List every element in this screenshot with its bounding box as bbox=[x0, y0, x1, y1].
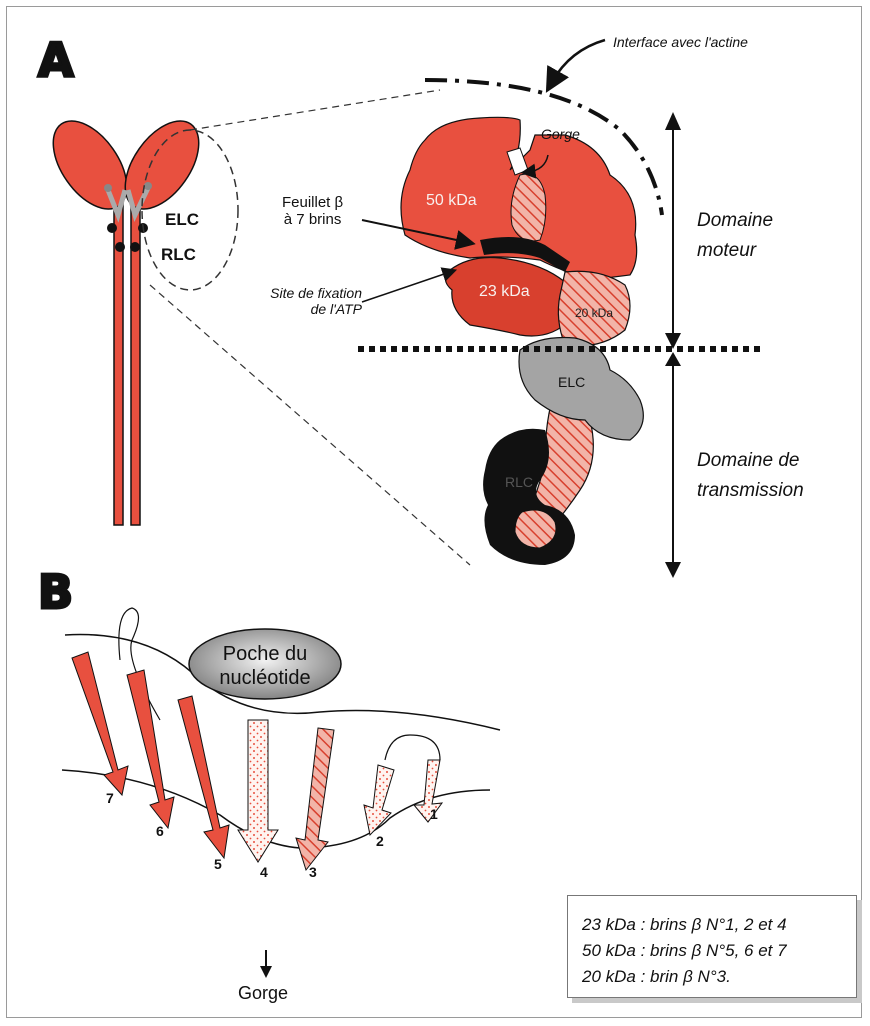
domaine-moteur-label: Domaine moteur bbox=[697, 206, 773, 266]
feuillet-label: Feuillet β à 7 brins bbox=[282, 194, 343, 228]
strand-number-5: 5 bbox=[214, 856, 222, 872]
rlc-left-label: RLC bbox=[161, 245, 196, 265]
panel-b-letter: B bbox=[38, 565, 74, 619]
legend-line-50kda: 50 kDa : brins β N°5, 6 et 7 bbox=[582, 938, 856, 964]
poche-nucleotide-label: Poche du nucléotide bbox=[200, 642, 330, 690]
elc-left-label: ELC bbox=[165, 210, 199, 230]
gorge-small-label: Gorge bbox=[541, 126, 580, 142]
domaine-moteur-line2: moteur bbox=[697, 236, 773, 266]
strand-number-2: 2 bbox=[376, 833, 384, 849]
strand-number-6: 6 bbox=[156, 823, 164, 839]
strand-number-1: 1 bbox=[430, 806, 438, 822]
atp-line2: de l'ATP bbox=[232, 301, 362, 317]
strand-number-4: 4 bbox=[260, 864, 268, 880]
domaine-moteur-line1: Domaine bbox=[697, 206, 773, 236]
poche-line1: Poche du bbox=[200, 642, 330, 666]
myosin-whole-molecule bbox=[38, 90, 470, 565]
legend-box: 23 kDa : brins β N°1, 2 et 4 50 kDa : br… bbox=[567, 895, 857, 998]
strand-number-7: 7 bbox=[106, 790, 114, 806]
domaine-trans-line2: transmission bbox=[697, 476, 804, 506]
feuillet-line1: Feuillet β bbox=[282, 194, 343, 211]
rlc-right-label: RLC bbox=[505, 474, 533, 490]
elc-right-label: ELC bbox=[558, 374, 585, 390]
domaine-transmission-label: Domaine de transmission bbox=[697, 446, 804, 506]
label-20kda: 20 kDa bbox=[575, 306, 613, 320]
feuillet-line2: à 7 brins bbox=[282, 211, 343, 228]
atp-site-label: Site de fixation de l'ATP bbox=[232, 285, 362, 317]
gorge-label: Gorge bbox=[238, 983, 288, 1004]
strand-number-3: 3 bbox=[309, 864, 317, 880]
domaine-trans-line1: Domaine de bbox=[697, 446, 804, 476]
atp-line1: Site de fixation bbox=[232, 285, 362, 301]
actin-interface-label: Interface avec l'actine bbox=[613, 34, 748, 50]
poche-line2: nucléotide bbox=[200, 666, 330, 690]
label-23kda: 23 kDa bbox=[479, 283, 530, 301]
panel-a-letter: A bbox=[38, 33, 75, 87]
legend-line-20kda: 20 kDa : brin β N°3. bbox=[582, 964, 856, 990]
legend-line-23kda: 23 kDa : brins β N°1, 2 et 4 bbox=[582, 912, 856, 938]
label-50kda: 50 kDa bbox=[426, 192, 477, 210]
